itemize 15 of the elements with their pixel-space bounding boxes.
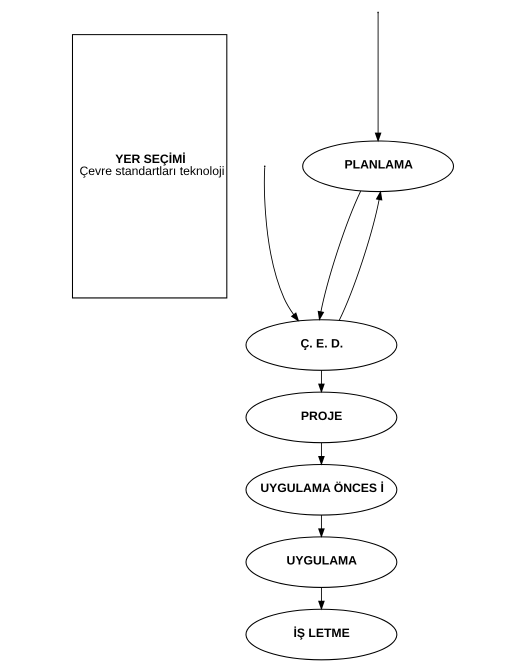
node-ellipse: UYGULAMA — [245, 536, 398, 588]
arrow — [338, 190, 382, 321]
node-ellipse: PLANLAMA — [302, 140, 454, 192]
node-ellipse: PROJE — [245, 392, 398, 444]
node-ellipse: İŞ LETME — [245, 608, 398, 660]
arrow — [318, 587, 325, 610]
node-box: YER SEÇİMİ Çevre standartları teknoloji — [72, 34, 228, 298]
arrow — [318, 514, 325, 538]
arrow — [318, 442, 325, 466]
node-ellipse: UYGULAMA ÖNCES İ — [245, 464, 398, 516]
arrow — [374, 12, 382, 142]
arrow — [318, 190, 362, 321]
arrow — [318, 370, 325, 394]
node-ellipse: Ç. E. D. — [245, 319, 398, 371]
arrow — [264, 166, 300, 322]
